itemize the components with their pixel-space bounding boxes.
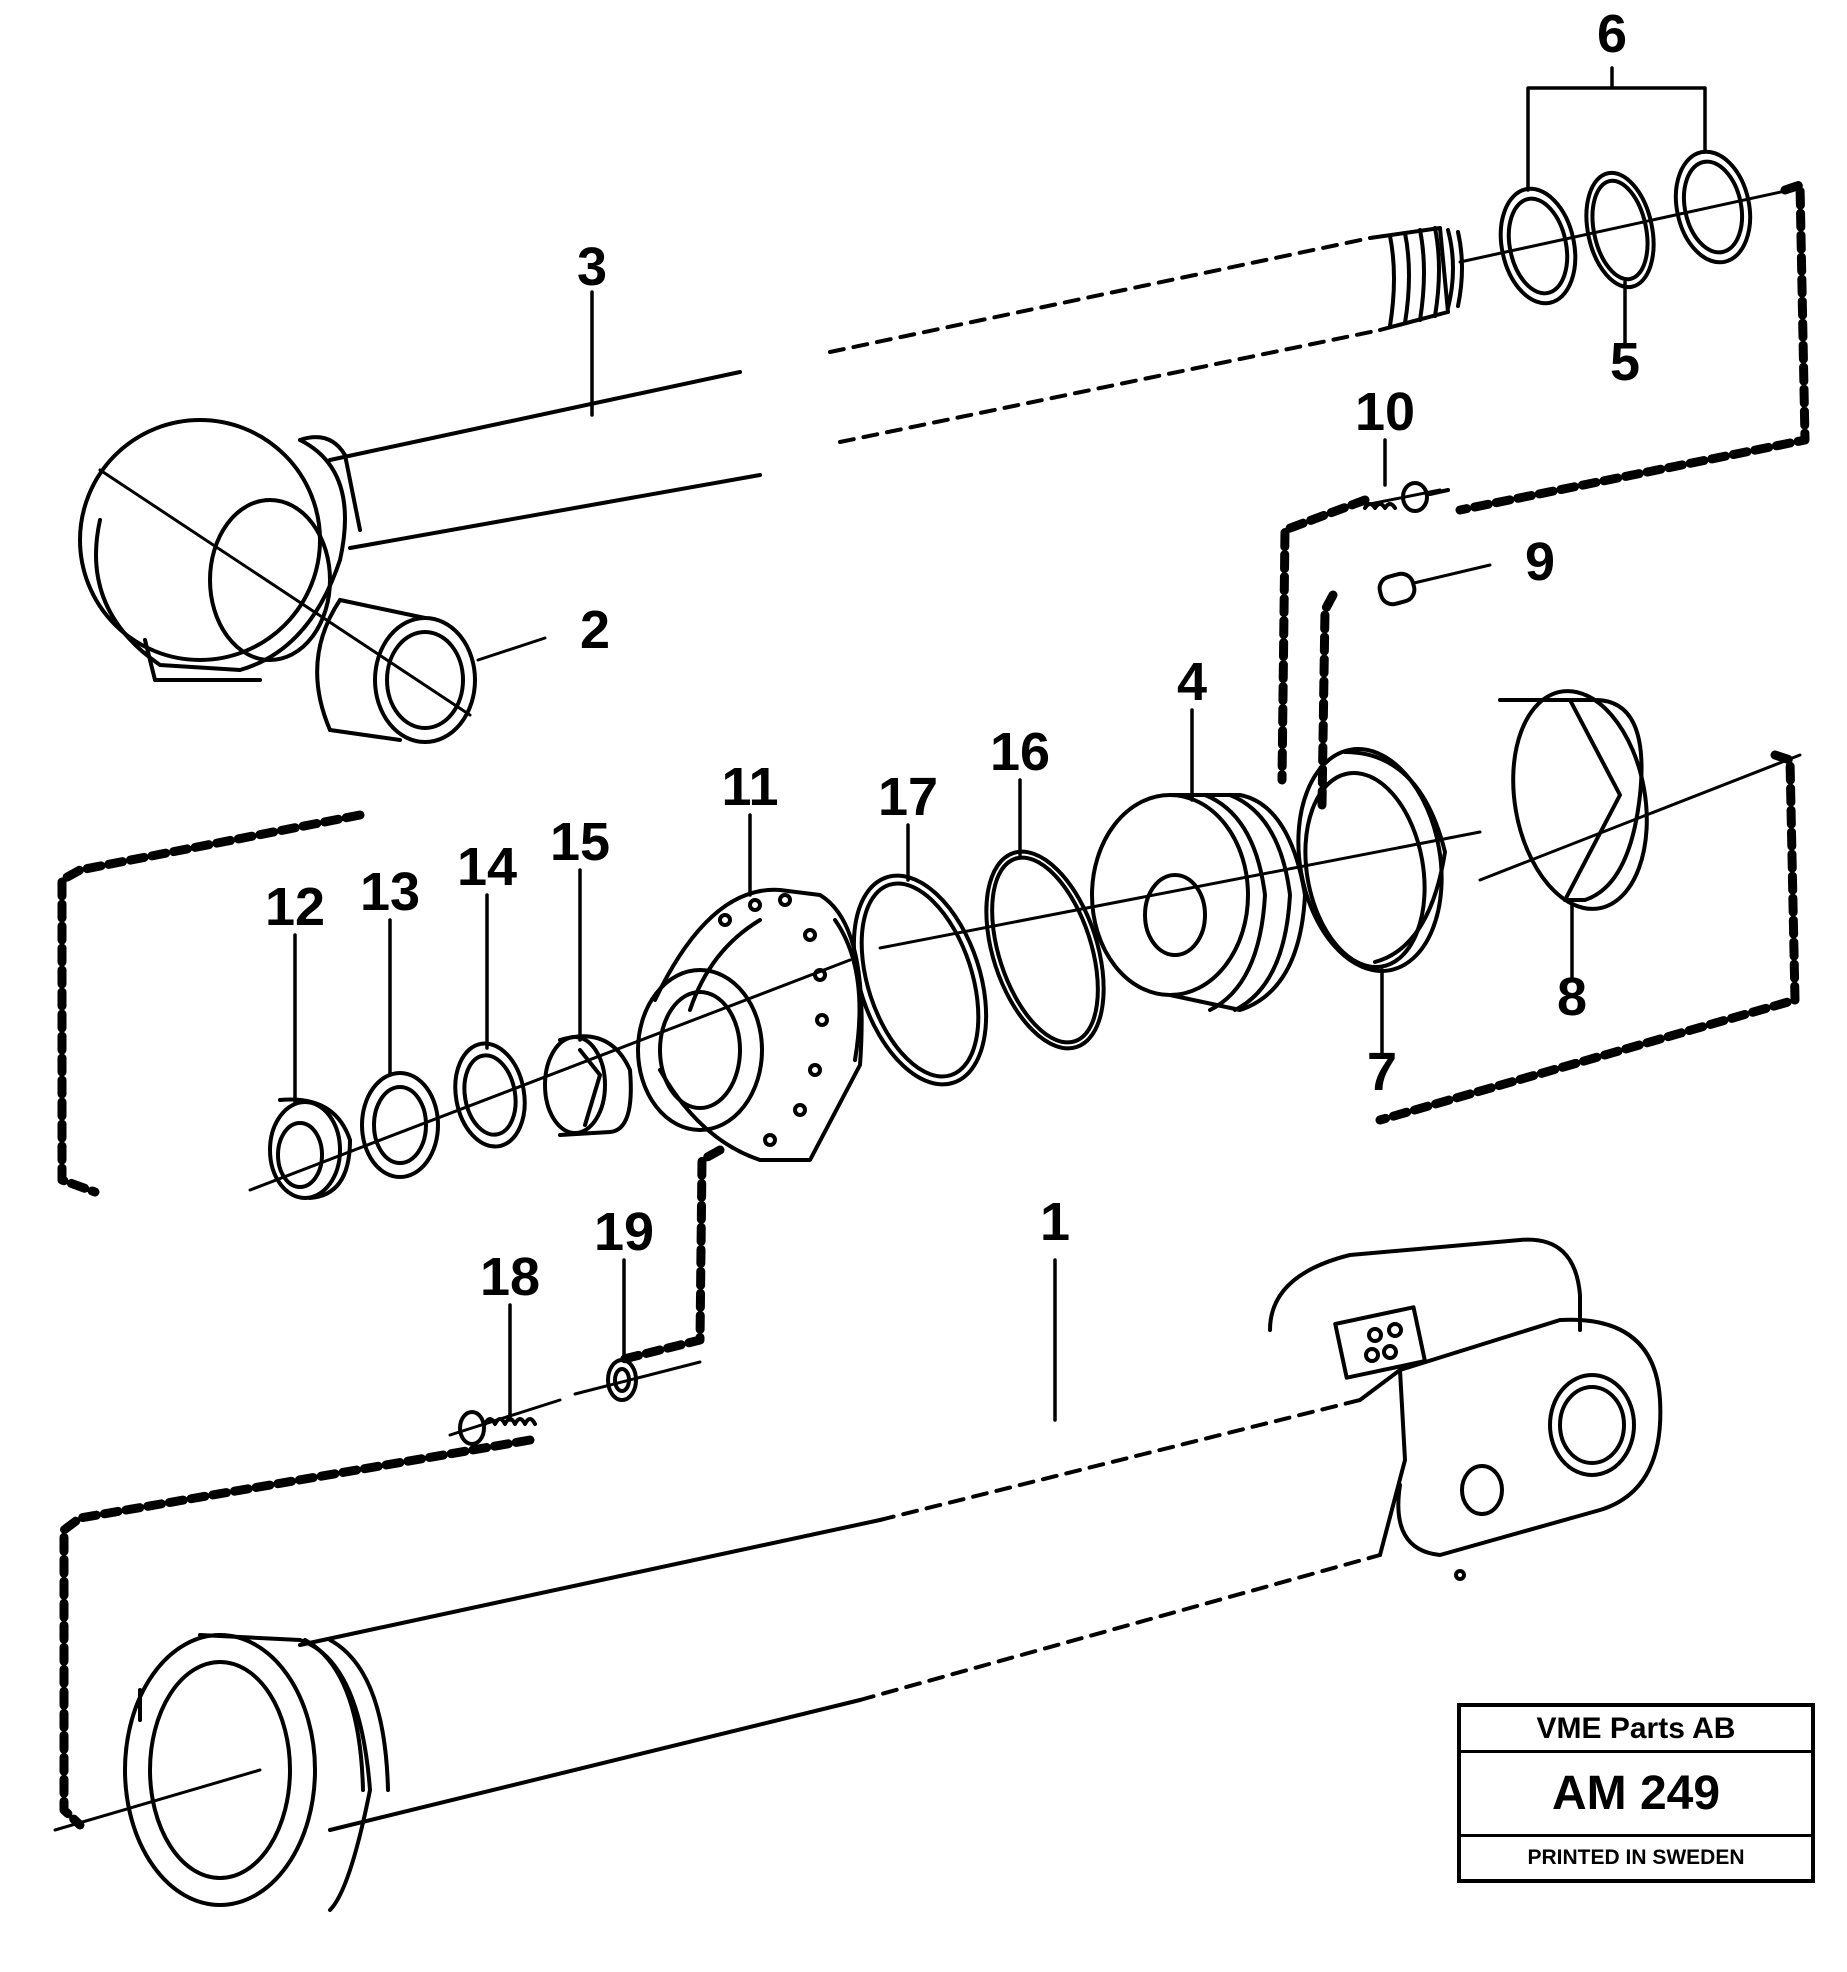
piston-seal	[1296, 747, 1447, 973]
label-part-3: 3	[577, 237, 607, 297]
bushing	[315, 598, 547, 744]
bleed-screw	[448, 1358, 702, 1446]
rod-rings	[1458, 149, 1792, 306]
label-part-15: 15	[550, 812, 610, 872]
label-part-9: 9	[1525, 532, 1555, 592]
printed-note: PRINTED IN SWEDEN	[1527, 1846, 1745, 1869]
label-part-16: 16	[990, 722, 1050, 782]
title-block: VME Parts AB AM 249 PRINTED IN SWEDEN	[1457, 1703, 1815, 1883]
label-part-13: 13	[360, 862, 420, 922]
label-part-12: 12	[265, 877, 325, 937]
label-part-17: 17	[878, 767, 938, 827]
rod-seals	[248, 830, 1482, 1200]
cylinder-tube	[53, 1237, 1663, 1912]
label-part-2: 2	[580, 600, 610, 660]
label-part-5: 5	[1610, 332, 1640, 392]
label-part-1: 1	[1040, 1192, 1070, 1252]
piston	[1090, 793, 1307, 1012]
guide-ring	[1478, 689, 1802, 911]
label-part-4: 4	[1177, 652, 1207, 712]
company-name: VME Parts AB	[1461, 1707, 1811, 1753]
piston-rod	[78, 226, 1464, 717]
label-part-14: 14	[457, 837, 517, 897]
label-part-8: 8	[1557, 967, 1587, 1027]
label-part-11: 11	[721, 757, 778, 817]
o-rings	[851, 849, 1106, 1087]
drawing-code: AM 249	[1461, 1753, 1811, 1837]
assembly-guides	[57, 180, 1810, 1830]
cylinder-head	[636, 887, 864, 1162]
label-part-7: 7	[1367, 1042, 1397, 1102]
label-part-18: 18	[480, 1247, 540, 1307]
part-labels: 1 2 3 4 5 6 7 8 9 10 11 12 13 14 15 16 1…	[265, 4, 1640, 1307]
label-part-10: 10	[1355, 382, 1415, 442]
screw-and-nipple	[1363, 481, 1492, 607]
label-part-6: 6	[1597, 4, 1627, 64]
leader-lines	[293, 66, 1707, 1422]
label-part-19: 19	[594, 1202, 654, 1262]
